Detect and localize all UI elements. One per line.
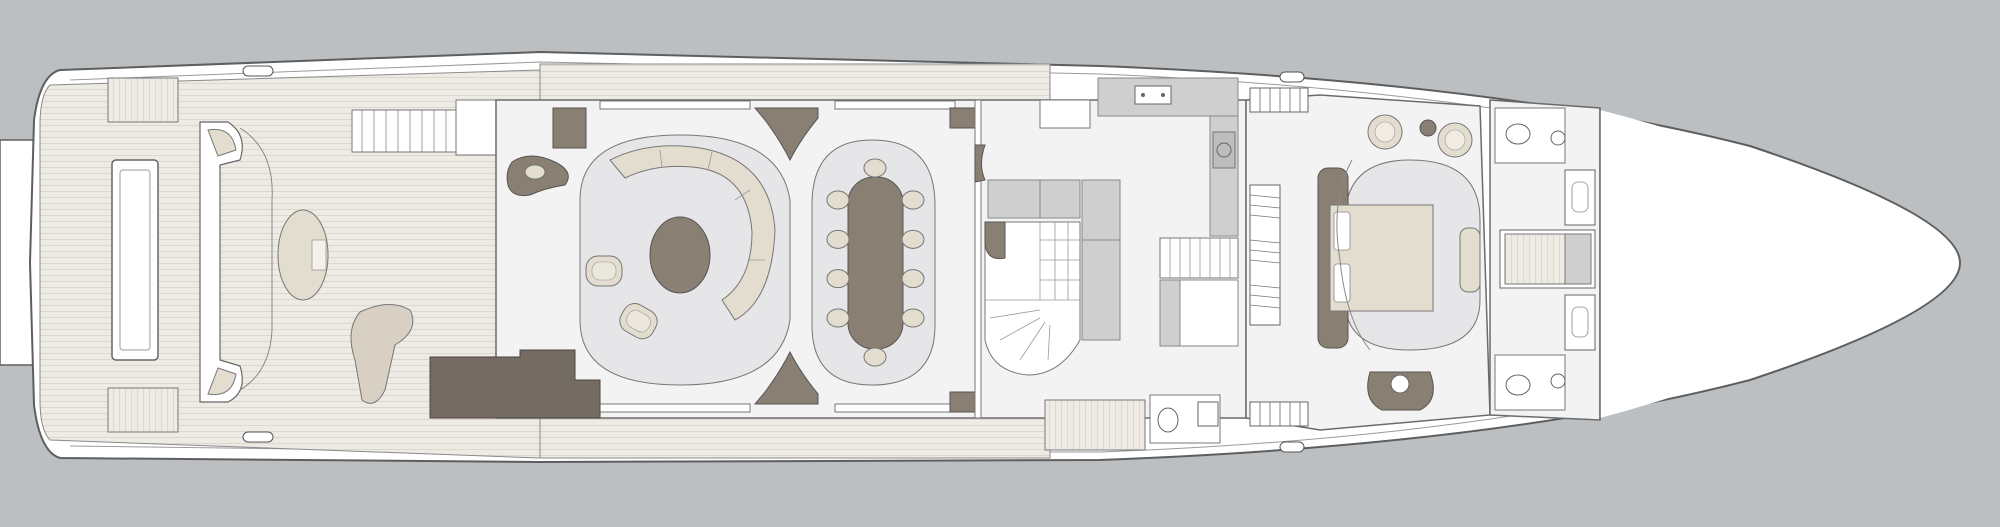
dining-chair-7 (901, 269, 925, 289)
aft-seating-outline (239, 127, 273, 391)
cleat-mid-starboard (1279, 71, 1305, 83)
lobby-cabinet-4 (1081, 239, 1121, 341)
dining-table (847, 176, 904, 350)
dining-chairs (826, 158, 925, 367)
forward-stair-teak (1499, 229, 1596, 289)
salon-bar-counter (429, 349, 601, 419)
dining-chair-5 (901, 229, 925, 249)
galley-sink (1134, 85, 1172, 105)
cabin-ladder-starboard (1249, 87, 1309, 113)
aft-steps-port (107, 387, 179, 433)
bed-pillow-2 (1333, 263, 1351, 303)
cleat-mid-port (1279, 441, 1305, 453)
aft-sofa-cushion-bottom (207, 367, 237, 396)
ensuite-port-toilet (1505, 374, 1531, 396)
starboard-side-deck (539, 63, 1051, 103)
salon-window-starboard-2 (834, 100, 956, 110)
lobby-wood-panel (974, 144, 986, 183)
day-head-basin (1197, 401, 1219, 427)
cleat-aft-port (242, 431, 274, 443)
salon-cabinet-aft-starboard (552, 107, 587, 149)
salon-pillar-port (753, 350, 819, 405)
aft-lounge-chair (350, 304, 414, 404)
swim-platform-stub (0, 139, 35, 366)
aft-stairs (351, 109, 465, 153)
cabin-wardrobe-louvers (1249, 184, 1281, 326)
dining-chair-10 (863, 347, 887, 367)
lobby-cabinet-1 (987, 179, 1041, 219)
cabin-ladder-port (1249, 401, 1309, 427)
dining-chair-2 (826, 190, 850, 210)
dining-chair-1 (863, 158, 887, 178)
galley-utility (1179, 279, 1239, 347)
stair-newel-wood (984, 221, 1006, 260)
ensuite-starboard-toilet (1505, 123, 1531, 145)
aft-sofa-cushion-top (207, 128, 237, 157)
dining-chair-4 (826, 229, 850, 249)
galley-pantry (1159, 279, 1181, 347)
cabin-bench (1459, 227, 1481, 293)
salon-window-port-2 (834, 403, 956, 413)
galley-stairs (1159, 237, 1239, 279)
salon-curved-sofa (609, 145, 776, 321)
salon-cabinet-fwd-starboard (949, 107, 977, 129)
cleat-aft-starboard (242, 65, 274, 77)
bed-pillow-1 (1333, 211, 1351, 251)
garage-hatch-inner (119, 169, 151, 351)
ensuite-port-bidet (1550, 373, 1566, 389)
dining-chair-6 (826, 269, 850, 289)
lobby-cabinet-2 (1039, 179, 1081, 219)
aft-entry-counter (455, 99, 497, 156)
aft-table-insert (311, 239, 327, 271)
salon-fwd-bulkhead (974, 99, 982, 419)
salon-window-starboard-1 (599, 100, 751, 110)
salon-cabinet-fwd-port (949, 391, 977, 413)
salon-coffee-table (649, 216, 711, 294)
aft-sofa (199, 121, 243, 403)
ensuite-starboard-bidet (1550, 130, 1566, 146)
dining-chair-8 (826, 308, 850, 328)
dining-chair-3 (901, 190, 925, 210)
salon-pillar-starboard (753, 107, 819, 162)
aft-oval-table (277, 209, 329, 301)
tender-garage-hatch (111, 159, 159, 361)
day-head-toilet (1157, 407, 1179, 433)
cabin-vanity-stool (1390, 374, 1410, 394)
galley-cooktop (1212, 131, 1236, 169)
spiral-stair-treads (985, 222, 1080, 361)
lobby-entry-bump (1039, 99, 1091, 129)
aft-steps-starboard (107, 77, 179, 123)
cabin-side-table (1419, 119, 1437, 137)
dining-chair-9 (901, 308, 925, 328)
cabin-bed-alcove (1336, 159, 1371, 351)
port-side-deck (539, 417, 1051, 459)
foredeck (1600, 110, 1925, 418)
salon-armchair-1 (585, 255, 623, 287)
salon-window-port-1 (599, 403, 751, 413)
salon-side-chair-cushion (524, 164, 546, 180)
port-side-stairs (1044, 399, 1146, 451)
salon-armchair-2 (619, 303, 658, 340)
lobby-cabinet-3 (1081, 179, 1121, 241)
